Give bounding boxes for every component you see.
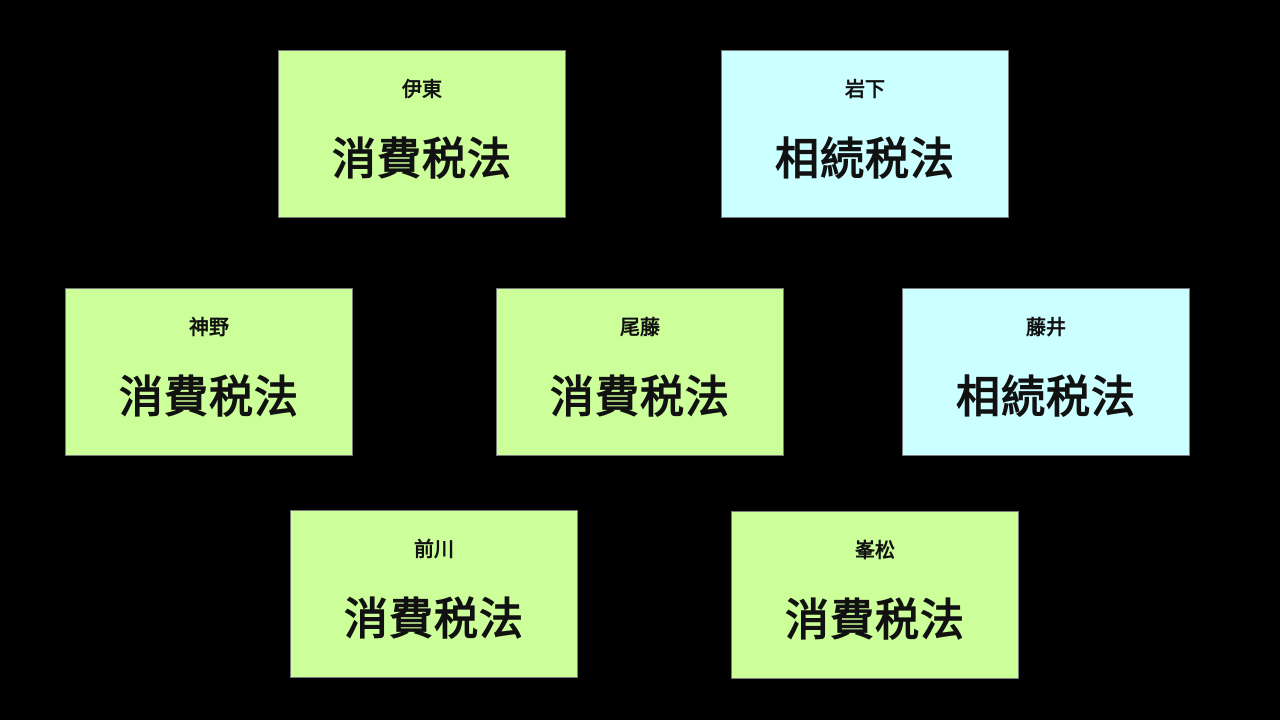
person-card: 神野 消費税法	[65, 288, 353, 456]
person-name: 伊東	[402, 77, 442, 101]
person-card: 前川 消費税法	[290, 510, 578, 678]
tax-law-label: 消費税法	[785, 595, 965, 646]
person-name: 尾藤	[620, 315, 660, 339]
person-name: 峯松	[855, 538, 895, 562]
person-card: 岩下 相続税法	[721, 50, 1009, 218]
person-name: 藤井	[1026, 315, 1066, 339]
person-name: 神野	[189, 315, 229, 339]
tax-law-label: 消費税法	[119, 372, 299, 423]
tax-law-label: 相続税法	[956, 372, 1136, 423]
person-card: 藤井 相続税法	[902, 288, 1190, 456]
tax-law-label: 消費税法	[550, 372, 730, 423]
person-name: 岩下	[845, 77, 885, 101]
tax-law-label: 相続税法	[775, 134, 955, 185]
tax-law-label: 消費税法	[344, 594, 524, 645]
person-card: 峯松 消費税法	[731, 511, 1019, 679]
person-name: 前川	[414, 537, 454, 561]
person-card: 伊東 消費税法	[278, 50, 566, 218]
person-card: 尾藤 消費税法	[496, 288, 784, 456]
tax-law-label: 消費税法	[332, 134, 512, 185]
